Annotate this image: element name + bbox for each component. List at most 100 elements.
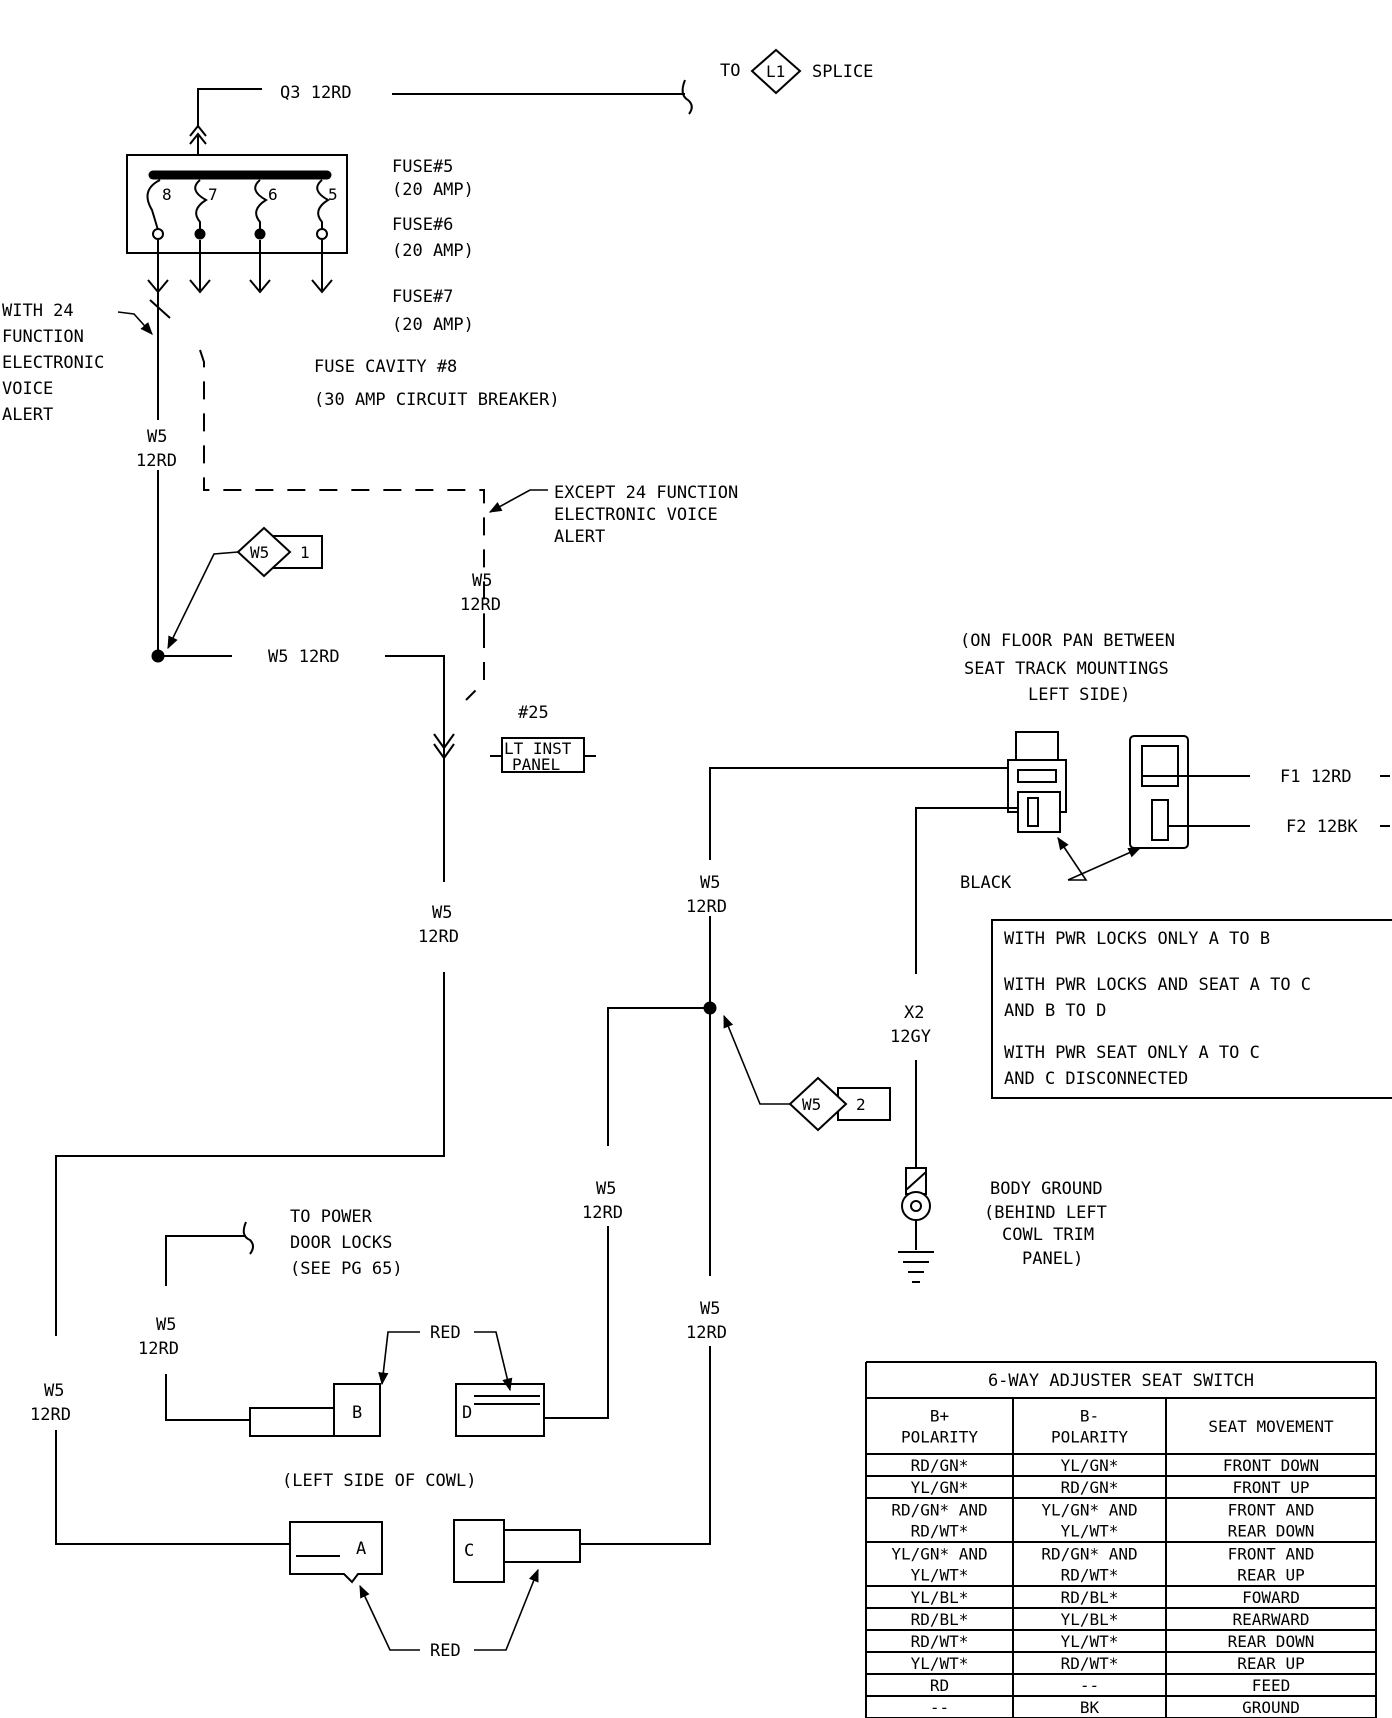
seat-table-cell: YL/WT* <box>1061 1522 1119 1541</box>
seat-table-cell: RD/GN* <box>911 1456 969 1475</box>
splice-w5-2-marker <box>723 1014 891 1132</box>
seat-table-header: B+ <box>930 1407 949 1426</box>
w5-locks-gauge: 12RD <box>138 1339 179 1359</box>
w5-dashed-gauge: 12RD <box>460 595 501 615</box>
power-locks-line2: DOOR LOCKS <box>290 1233 392 1253</box>
cowl-red-bottom-label: RED <box>430 1641 461 1661</box>
w5-center-code: W5 <box>432 903 452 923</box>
seat-table-cell: RD/WT* <box>911 1522 969 1541</box>
cavity8-label: FUSE CAVITY #8 <box>314 357 457 377</box>
w5-c-code: W5 <box>700 1299 720 1319</box>
seat-table-cell: FEED <box>1252 1676 1291 1695</box>
w5-d-gauge: 12RD <box>582 1203 623 1223</box>
w5-dashed-code: W5 <box>472 571 492 591</box>
w5-dashed-route <box>199 349 548 701</box>
fuse5-label: FUSE#5 <box>392 157 453 177</box>
q3-wire-label: Q3 12RD <box>280 83 352 103</box>
floor-connector-left <box>709 731 1067 974</box>
svg-text:ALERT: ALERT <box>2 405 53 425</box>
seat-table-title: 6-WAY ADJUSTER SEAT SWITCH <box>988 1371 1254 1391</box>
seat-table-cell: RD/GN* AND <box>891 1501 987 1520</box>
fuse6-label: FUSE#6 <box>392 215 453 235</box>
jumper-note-3b: AND C DISCONNECTED <box>1004 1069 1188 1089</box>
cowl-label: (LEFT SIDE OF COWL) <box>282 1471 476 1491</box>
splice-l1-marker: L1 <box>750 48 802 95</box>
power-locks-wire <box>165 1221 254 1421</box>
body-ground-line2: (BEHIND LEFT <box>984 1203 1107 1223</box>
black-label: BLACK <box>960 873 1012 893</box>
connector25-name1: LT INST <box>504 739 572 758</box>
seat-table-cell: FRONT AND <box>1228 1501 1315 1520</box>
fuse6-rating: (20 AMP) <box>392 241 474 261</box>
seat-table-cell: YL/WT* <box>1061 1632 1119 1651</box>
power-locks-line3: (SEE PG 65) <box>290 1259 403 1279</box>
seat-table-cell: FRONT AND <box>1228 1545 1315 1564</box>
jumper-note-1: WITH PWR LOCKS ONLY A TO B <box>1004 929 1270 949</box>
cowl-red-top-label: RED <box>430 1323 461 1343</box>
seat-table-cell: YL/BL* <box>1061 1610 1119 1629</box>
seat-table-cell: -- <box>1080 1676 1099 1695</box>
seat-table-cell: YL/GN* AND <box>891 1545 987 1564</box>
seat-table-cell: YL/WT* <box>911 1566 969 1585</box>
w5-horizontal-label: W5 12RD <box>268 647 340 667</box>
x2-gauge: 12GY <box>890 1027 931 1047</box>
fuse7-rating: (20 AMP) <box>392 315 474 335</box>
fuse-terminal-8: 8 <box>162 185 172 204</box>
seat-table-cell: YL/WT* <box>911 1654 969 1673</box>
fuse5-rating: (20 AMP) <box>392 180 474 200</box>
except24-line3: ALERT <box>554 527 605 547</box>
power-locks-line1: TO POWER <box>290 1207 373 1227</box>
cowl-red-bottom <box>359 1568 539 1651</box>
seat-table-cell: YL/BL* <box>911 1588 969 1607</box>
to-label: TO <box>720 61 740 81</box>
cowl-connector-a <box>289 1521 383 1584</box>
floor-note-line1: (ON FLOOR PAN BETWEEN <box>960 631 1175 651</box>
black-arrows <box>1057 836 1142 881</box>
except24-line1: EXCEPT 24 FUNCTION <box>554 483 738 503</box>
svg-text:FUNCTION: FUNCTION <box>2 327 84 347</box>
floor-connector-right <box>1129 735 1250 849</box>
x2-code: X2 <box>904 1003 924 1023</box>
w5-right-gauge: 12RD <box>686 897 727 917</box>
splice-1-num: 1 <box>300 543 310 562</box>
seat-table-cell: -- <box>930 1698 949 1717</box>
f1-wire-label: F1 12RD <box>1280 767 1352 787</box>
seat-table-cell: RD/WT* <box>1061 1654 1119 1673</box>
cowl-connector-b-label: B <box>352 1403 362 1423</box>
seat-table-cell: FOWARD <box>1242 1588 1300 1607</box>
seat-table-cell: RD/WT* <box>911 1632 969 1651</box>
fuse-output-arrows <box>147 240 333 294</box>
w5-left-gauge: 12RD <box>136 451 177 471</box>
seat-table-cell: RD/GN* AND <box>1041 1545 1137 1564</box>
connector25-name2: PANEL <box>512 755 560 774</box>
w5-lower-left-gauge: 12RD <box>30 1405 71 1425</box>
splice-id: L1 <box>766 62 785 81</box>
w5-splice2-network <box>544 774 717 1545</box>
seat-table-cell: RD <box>930 1676 949 1695</box>
jumper-notes-box <box>991 919 1392 1099</box>
w5-locks-code: W5 <box>156 1315 176 1335</box>
seat-table-cell: YL/GN* AND <box>1041 1501 1137 1520</box>
jumper-note-2a: WITH PWR LOCKS AND SEAT A TO C <box>1004 975 1311 995</box>
f2-wire-label: F2 12BK <box>1286 817 1358 837</box>
cowl-connector-c-label: C <box>464 1541 474 1561</box>
seat-table-cell: REARWARD <box>1232 1610 1309 1629</box>
seat-table-cell: FRONT DOWN <box>1223 1456 1319 1475</box>
svg-text:WITH 24: WITH 24 <box>2 301 74 321</box>
f-wire-stubs <box>1380 775 1390 827</box>
seat-table-cell: REAR DOWN <box>1228 1522 1315 1541</box>
jumper-note-3a: WITH PWR SEAT ONLY A TO C <box>1004 1043 1260 1063</box>
q3-feed-wire <box>189 79 693 158</box>
w5-right-code: W5 <box>700 873 720 893</box>
splice-w5-1-marker <box>167 526 323 650</box>
seat-table-cell: REAR UP <box>1237 1654 1304 1673</box>
seat-table-cell: YL/GN* <box>1061 1456 1119 1475</box>
fuse-block <box>126 154 348 254</box>
splice-label: SPLICE <box>812 62 873 82</box>
cavity8-rating: (30 AMP CIRCUIT BREAKER) <box>314 390 560 410</box>
seat-table-cell: REAR UP <box>1237 1566 1304 1585</box>
cowl-red-top <box>378 1331 513 1392</box>
body-ground-line3: COWL TRIM <box>1002 1225 1094 1245</box>
seat-table-header: POLARITY <box>901 1428 978 1447</box>
